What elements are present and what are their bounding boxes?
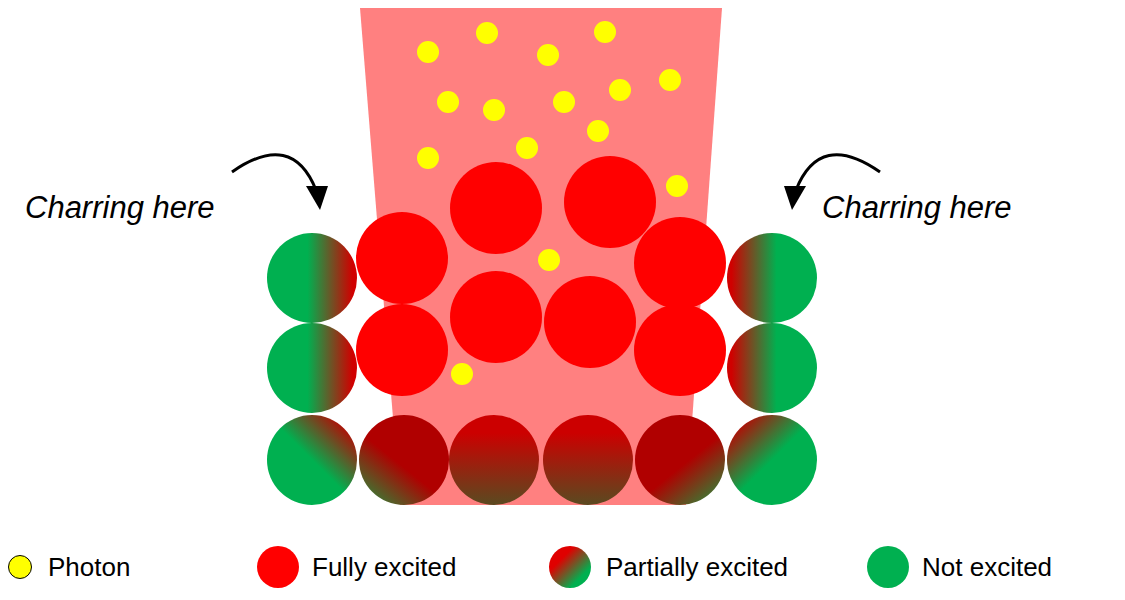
legend-swatch <box>867 546 909 588</box>
legend-text: Partially excited <box>606 552 788 583</box>
legend-swatch <box>549 546 591 588</box>
partial-particles <box>267 233 817 505</box>
legend-text: Not excited <box>922 552 1052 583</box>
callout-label: Charring here <box>25 190 215 226</box>
callout-label: Charring here <box>822 190 1012 226</box>
legend-text: Fully excited <box>312 552 457 583</box>
photons <box>417 21 688 197</box>
legend-swatch <box>8 555 32 579</box>
photons <box>451 249 560 385</box>
legend-swatch <box>257 546 299 588</box>
legend-text: Photon <box>48 552 130 583</box>
arrow-heads <box>306 186 806 210</box>
excited-particles <box>356 156 726 396</box>
callout-arrows <box>232 155 880 190</box>
